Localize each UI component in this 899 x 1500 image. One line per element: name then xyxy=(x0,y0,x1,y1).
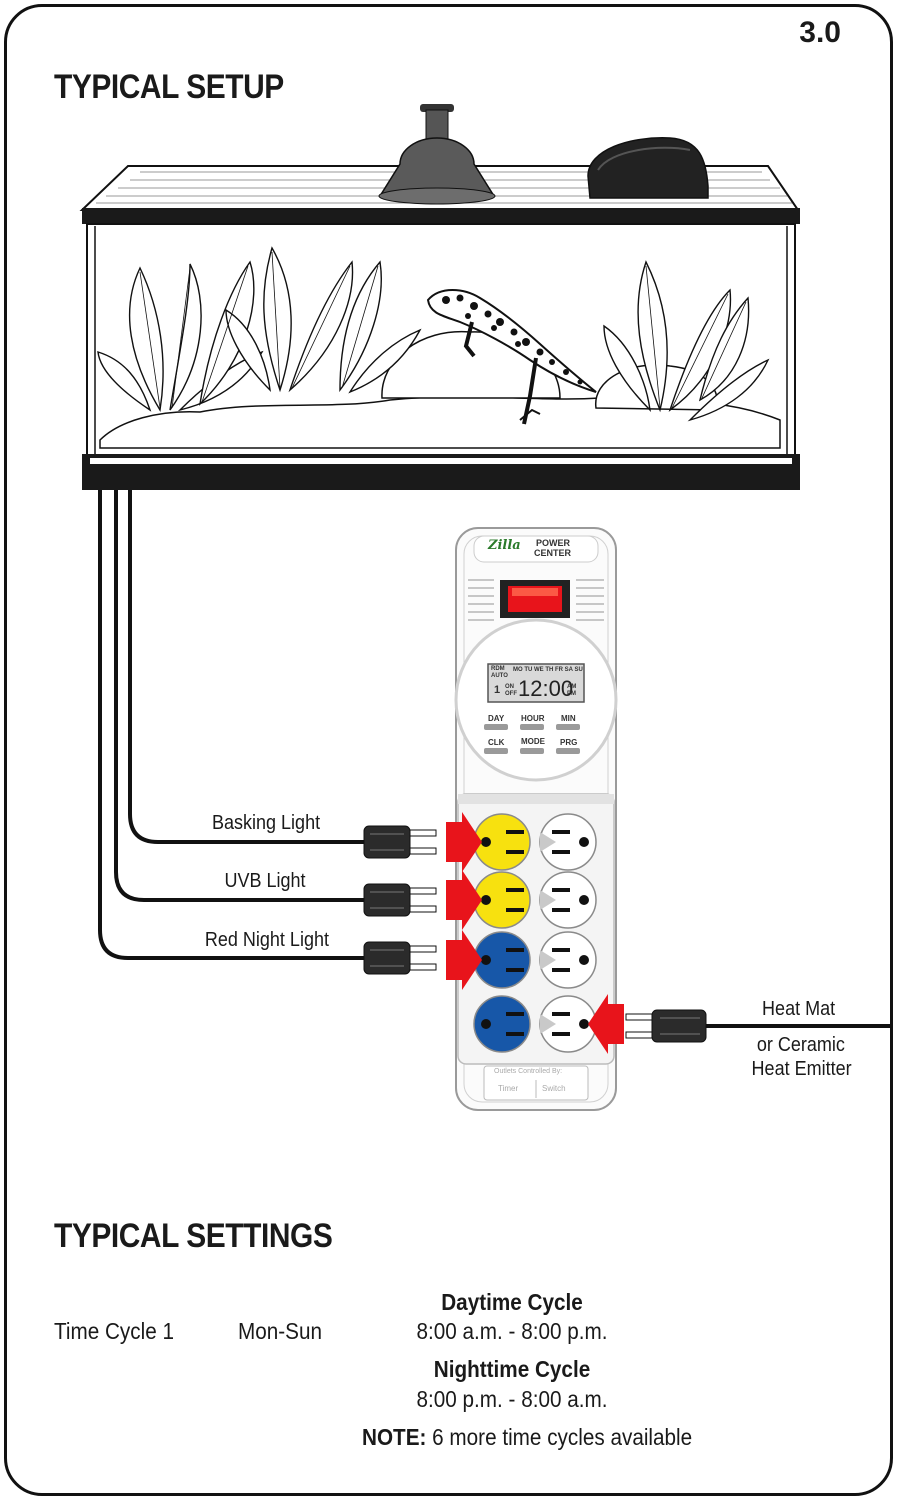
lcd-am: AM xyxy=(567,684,577,690)
outlet-legend-switch: Switch xyxy=(542,1084,566,1093)
basking-dome-lamp xyxy=(378,104,496,205)
label-heat-emitter: Heat Emitter xyxy=(751,1058,852,1080)
lcd-off: OFF xyxy=(505,691,517,697)
daytime-cycle-time: 8:00 a.m. - 8:00 p.m. xyxy=(416,1318,608,1344)
button-day[interactable]: DAY xyxy=(488,714,505,723)
power-center-name-2: CENTER xyxy=(534,548,572,558)
label-basking-light: Basking Light xyxy=(212,812,321,834)
label-red-night-light: Red Night Light xyxy=(204,929,329,951)
button-clk[interactable]: CLK xyxy=(488,738,505,747)
button-hour[interactable]: HOUR xyxy=(521,714,545,723)
outlets xyxy=(473,813,597,1053)
label-or-ceramic: or Ceramic xyxy=(756,1034,845,1056)
button-mode[interactable]: MODE xyxy=(521,737,545,746)
nighttime-cycle-title: Nighttime Cycle xyxy=(433,1356,591,1382)
button-prg[interactable]: PRG xyxy=(560,738,578,747)
lcd-days: MO TU WE TH FR SA SU xyxy=(513,667,583,673)
power-center-name-1: POWER xyxy=(536,538,571,548)
settings-heading: TYPICAL SETTINGS xyxy=(54,1217,333,1255)
page-number: 3.0 xyxy=(799,16,841,49)
note-label: NOTE: xyxy=(362,1424,427,1450)
label-heat-mat: Heat Mat xyxy=(762,998,836,1020)
outlet-legend-title: Outlets Controlled By: xyxy=(494,1068,563,1075)
red-arrows xyxy=(446,812,624,1054)
power-cords xyxy=(98,490,890,1028)
lcd-on: ON xyxy=(505,684,514,690)
lcd-pm: PM xyxy=(567,691,576,697)
lcd-mode-2: AUTO xyxy=(491,673,508,679)
uvb-fixture xyxy=(587,137,709,199)
days-label: Mon-Sun xyxy=(238,1318,322,1344)
setup-heading: TYPICAL SETUP xyxy=(54,68,284,106)
lcd-program: 1 xyxy=(494,684,501,696)
page-frame xyxy=(4,4,893,1496)
outlet-slots xyxy=(481,830,589,1036)
label-uvb-light: UVB Light xyxy=(224,870,306,892)
daytime-cycle-title: Daytime Cycle xyxy=(441,1289,583,1315)
lcd-time: 12:00 xyxy=(518,676,574,701)
nighttime-cycle-time: 8:00 p.m. - 8:00 a.m. xyxy=(416,1386,608,1412)
outlet-legend-timer: Timer xyxy=(498,1084,519,1093)
lcd-mode-1: RDM xyxy=(491,666,505,672)
gecko xyxy=(426,289,597,425)
button-min[interactable]: MIN xyxy=(561,714,576,723)
note: NOTE: 6 more time cycles available xyxy=(362,1424,692,1451)
note-text: 6 more time cycles available xyxy=(432,1424,693,1450)
brand-logo: Zilla xyxy=(488,538,521,553)
time-cycle-label: Time Cycle 1 xyxy=(54,1318,175,1344)
